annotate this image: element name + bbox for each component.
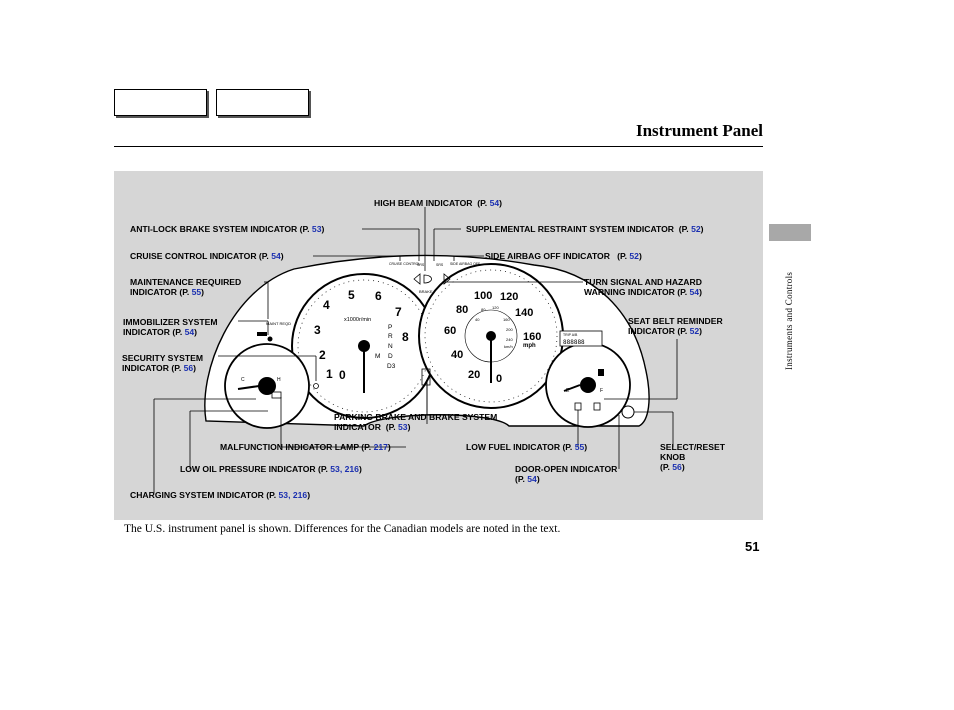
svg-text:km/h: km/h xyxy=(504,344,513,349)
svg-text:C: C xyxy=(241,377,245,383)
svg-text:H: H xyxy=(277,377,281,383)
speed-unit: mph xyxy=(523,343,536,349)
callout-srs: SUPPLEMENTAL RESTRAINT SYSTEM INDICATOR … xyxy=(466,224,704,234)
indicator-icons xyxy=(257,332,431,399)
svg-text:MAINT REQD: MAINT REQD xyxy=(266,321,291,326)
page-number: 51 xyxy=(745,539,760,554)
gear-m: M xyxy=(375,353,380,360)
callout-low-oil: LOW OIL PRESSURE INDICATOR (P. 53, 216) xyxy=(180,464,362,474)
svg-text:CRUISE CONTROL: CRUISE CONTROL xyxy=(389,262,420,266)
select-reset-knob[interactable] xyxy=(621,405,635,419)
nav-box-1[interactable] xyxy=(114,89,207,116)
svg-text:SRS: SRS xyxy=(436,263,444,267)
header-rule xyxy=(114,146,763,147)
speed-60: 60 xyxy=(444,325,456,337)
svg-text:SRS: SRS xyxy=(417,263,425,267)
tach-7: 7 xyxy=(395,305,402,319)
tach-5: 5 xyxy=(348,288,355,302)
svg-text:E: E xyxy=(566,388,570,394)
svg-text:888888: 888888 xyxy=(563,339,585,346)
fuel-gauge: TRIP A/B 888888 E F xyxy=(545,330,631,428)
callout-low-fuel: LOW FUEL INDICATOR (P. 55) xyxy=(466,442,588,452)
speed-100: 100 xyxy=(474,290,492,302)
odometer-display xyxy=(559,330,603,347)
speed-80: 80 xyxy=(456,304,468,316)
page-title: Instrument Panel xyxy=(635,121,763,140)
svg-text:SIDE AIRBAG OFF: SIDE AIRBAG OFF xyxy=(450,262,480,266)
callout-cruise: CRUISE CONTROL INDICATOR (P. 54) xyxy=(130,251,284,261)
callout-high-beam: HIGH BEAM INDICATOR (P. 54) xyxy=(374,198,502,208)
gear-n: N xyxy=(388,343,393,350)
temperature-gauge: H C xyxy=(224,343,310,429)
tach-8: 8 xyxy=(402,330,409,344)
tach-6: 6 xyxy=(375,289,382,303)
leader-lines xyxy=(153,207,678,493)
callout-charging: CHARGING SYSTEM INDICATOR (P. 53, 216) xyxy=(130,490,311,500)
tach-4: 4 xyxy=(323,298,330,312)
left-turn-arrow xyxy=(413,273,421,285)
svg-text:BRAKE: BRAKE xyxy=(419,289,433,294)
high-beam-icon xyxy=(423,274,432,284)
svg-text:F: F xyxy=(600,388,603,394)
section-label: Instruments and Controls xyxy=(784,271,794,370)
svg-text:40: 40 xyxy=(475,317,480,322)
gear-d3: D3 xyxy=(387,363,396,370)
speed-20: 20 xyxy=(468,369,480,381)
tachometer: 0 1 2 3 4 5 6 7 8 x1000r/min P R N M D D… xyxy=(291,273,437,419)
svg-text:TRIP A/B: TRIP A/B xyxy=(563,333,578,337)
instrument-panel-figure: 0 1 2 3 4 5 6 7 8 x1000r/min P R N M D D… xyxy=(114,171,763,520)
svg-text:160: 160 xyxy=(503,317,510,322)
speed-140: 140 xyxy=(515,307,533,319)
section-tab xyxy=(769,224,811,241)
gear-d: D xyxy=(388,353,393,360)
svg-text:80: 80 xyxy=(481,307,486,312)
tach-3: 3 xyxy=(314,323,321,337)
speed-0: 0 xyxy=(496,373,502,385)
speed-120: 120 xyxy=(500,291,518,303)
right-turn-arrow xyxy=(443,273,451,285)
figure-caption: The U.S. instrument panel is shown. Diff… xyxy=(124,523,561,535)
callout-mil: MALFUNCTION INDICATOR LAMP (P. 217) xyxy=(220,442,391,452)
svg-text:240: 240 xyxy=(506,337,513,342)
instrument-cluster-diagram: 0 1 2 3 4 5 6 7 8 x1000r/min P R N M D D… xyxy=(153,207,678,493)
speedometer: 0 20 40 60 80 100 120 140 160 mph 40 80 … xyxy=(418,263,564,409)
speed-40: 40 xyxy=(451,349,463,361)
nav-box-2[interactable] xyxy=(216,89,309,116)
tach-1: 1 xyxy=(326,367,333,381)
tach-0: 0 xyxy=(339,368,346,382)
tach-unit: x1000r/min xyxy=(344,317,371,323)
callout-abs: ANTI-LOCK BRAKE SYSTEM INDICATOR (P. 53) xyxy=(130,224,325,234)
callout-door-open: DOOR-OPEN INDICATOR(P. 54) xyxy=(515,464,618,484)
svg-text:200: 200 xyxy=(506,327,513,332)
gear-p: P xyxy=(388,324,392,331)
gear-r: R xyxy=(388,333,393,340)
speed-160: 160 xyxy=(523,331,541,343)
svg-text:120: 120 xyxy=(492,305,499,310)
tach-2: 2 xyxy=(319,348,326,362)
top-indicator-row: CRUISE CONTROL SRS SRS SIDE AIRBAG OFF B… xyxy=(266,262,480,326)
callout-side-airbag: SIDE AIRBAG OFF INDICATOR (P. 52) xyxy=(485,251,642,261)
